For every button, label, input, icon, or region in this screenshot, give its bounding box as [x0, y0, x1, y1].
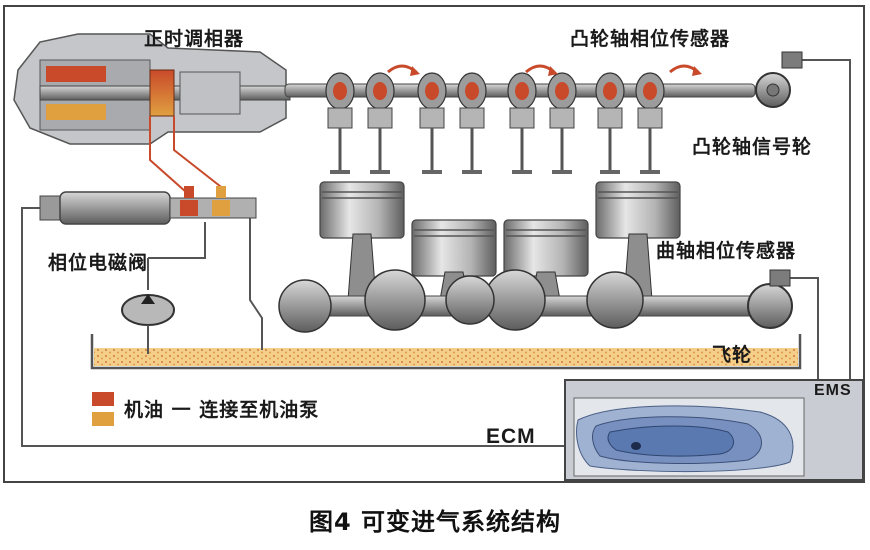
cam-signal-wheel-hub	[766, 83, 780, 97]
valve-head	[370, 170, 390, 174]
valves	[327, 107, 663, 174]
valve-spring	[509, 107, 535, 129]
cam-lobe-oil	[425, 82, 439, 100]
figure-caption: 图4 可变进气系统结构	[308, 508, 562, 536]
valve-spring	[459, 107, 485, 129]
valve-head	[512, 170, 532, 174]
valve-head	[600, 170, 620, 174]
valve-head	[462, 170, 482, 174]
oil-sump	[90, 334, 802, 370]
piston	[319, 181, 405, 239]
cam-lobe-oil	[333, 82, 347, 100]
rotation-arrow-head	[410, 66, 420, 76]
phase-solenoid-valve	[39, 186, 257, 225]
cam-sensor-wire	[800, 59, 851, 380]
valve-spring	[367, 107, 393, 129]
valve-head	[640, 170, 660, 174]
valve-head	[330, 170, 350, 174]
label-cam-signal-wheel: 凸轮轴信号轮	[692, 136, 813, 158]
cam-lobes	[325, 72, 665, 110]
cam-lobe-oil	[373, 82, 387, 100]
label-crank-sensor: 曲轴相位传感器	[656, 240, 797, 262]
cam-lobe-oil	[555, 82, 569, 100]
phase-adjuster	[13, 33, 291, 201]
rotation-arrow-head	[692, 66, 702, 76]
crankshaft	[278, 269, 791, 333]
label-ecm: ECM	[486, 425, 536, 448]
crank-sensor-body	[769, 269, 791, 287]
crank-signal-wheel	[747, 283, 793, 329]
cam-rotation-arrows	[387, 64, 702, 76]
cam-lobe-oil	[515, 82, 529, 100]
label-cam-sensor: 凸轮轴相位传感器	[570, 28, 731, 50]
return-pipe	[249, 214, 263, 350]
ems-panel	[564, 379, 864, 481]
piston	[595, 181, 681, 239]
label-phase-adjuster: 正时调相器	[144, 28, 245, 50]
legend-swatch-pressure	[92, 392, 114, 406]
piston	[411, 219, 497, 277]
valve-spring	[327, 107, 353, 129]
pistons	[319, 181, 681, 301]
valve-spring	[419, 107, 445, 129]
cam-lobe-oil	[603, 82, 617, 100]
legend-swatch-return	[92, 412, 114, 426]
label-phase-solenoid: 相位电磁阀	[48, 252, 149, 274]
valve-head	[422, 170, 442, 174]
valve-spring	[637, 107, 663, 129]
legend-text: 机油 一 连接至机油泵	[124, 399, 320, 421]
valve-head	[552, 170, 572, 174]
oil-pump-arrow	[141, 294, 155, 304]
piston	[503, 219, 589, 277]
crank-sensor-wire	[790, 277, 819, 380]
valve-spring	[549, 107, 575, 129]
cam-sensor-body	[781, 51, 803, 69]
sump-oil	[94, 348, 798, 366]
cam-lobe-oil	[643, 82, 657, 100]
valve-spring	[597, 107, 623, 129]
rotation-arrow-head	[548, 66, 558, 76]
pump-line-top	[148, 222, 206, 259]
cam-lobe-oil	[465, 82, 479, 100]
label-ems: EMS	[814, 382, 852, 399]
label-flywheel: 飞轮	[712, 344, 753, 366]
ecm-wire-left	[21, 207, 565, 447]
